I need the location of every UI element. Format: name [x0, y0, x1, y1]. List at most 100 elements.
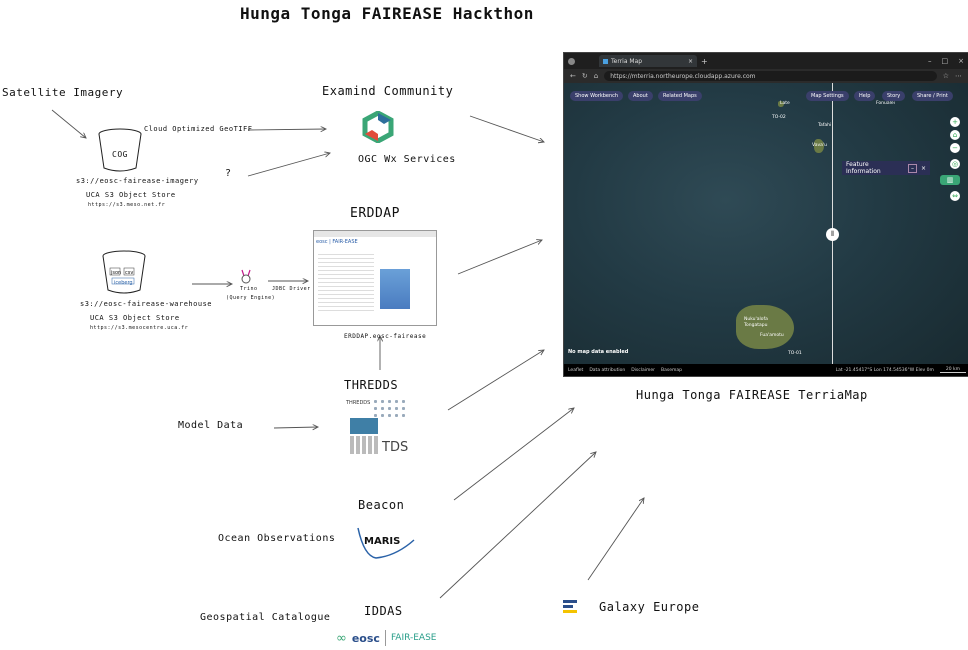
- maris-logo-icon: MARIS: [356, 526, 416, 560]
- question-mark: ?: [225, 168, 232, 179]
- zoom-out-icon[interactable]: −: [950, 143, 960, 153]
- arrow-beacon-to-terria: [453, 408, 574, 501]
- terria-map[interactable]: Late TO-02 Fonualei Tafahi Vava'u Nuku'a…: [564, 83, 968, 376]
- tongatapu-island: [736, 305, 794, 349]
- warehouse-store-url: https://s3.mesocentre.uca.fr: [90, 325, 189, 331]
- browser-tab[interactable]: Terria Map ×: [599, 55, 697, 67]
- jdbc-driver-label: JDBC Driver: [272, 286, 311, 292]
- basemap-link[interactable]: Basemap: [661, 367, 682, 373]
- story-button[interactable]: Story: [882, 91, 906, 101]
- map-settings-button[interactable]: Map Settings: [806, 91, 849, 101]
- arrow-erddap-to-terria: [457, 240, 542, 275]
- splitter-handle-icon[interactable]: ⦀: [826, 228, 839, 241]
- trino-bunny-icon: [241, 269, 251, 284]
- url-field[interactable]: https://mterria.northeurope.cloudapp.azu…: [604, 71, 937, 81]
- imagery-bucket-path: s3://eosc-fairease-imagery: [76, 177, 199, 185]
- browser-titlebar: Terria Map × + – □ ×: [564, 53, 968, 69]
- map-label-nukualofa: Nuku'alofa: [744, 317, 768, 322]
- beacon-title: Beacon: [358, 498, 405, 512]
- map-label-tongatapu: Tongatapu: [744, 323, 768, 328]
- compass-icon[interactable]: ◎: [950, 159, 960, 169]
- arrow-satellite-to-bucket: [51, 109, 86, 138]
- map-label-tafahi: Tafahi: [818, 123, 832, 128]
- erddap-title: ERDDAP: [350, 206, 400, 221]
- related-maps-button[interactable]: Related Maps: [658, 91, 702, 101]
- iddas-logo-left: eosc: [351, 631, 380, 645]
- thredds-title: THREDDS: [344, 378, 399, 392]
- disclaimer-link[interactable]: Disclaimer: [631, 367, 656, 373]
- warehouse-store-name: UCA S3 Object Store: [90, 314, 180, 322]
- arrow-cog-to-examind: [247, 129, 326, 130]
- imagery-store-url: https://s3.meso.net.fr: [88, 202, 166, 208]
- map-label-fuaamotu: Fua'amotu: [760, 333, 784, 338]
- bucket-item-json: json: [111, 270, 122, 276]
- map-label-fonualei: Fonualei: [876, 101, 895, 106]
- minimize-icon[interactable]: –: [928, 57, 932, 65]
- arrow-examind-to-terria: [469, 115, 544, 142]
- window-close-icon[interactable]: ×: [958, 57, 964, 65]
- no-map-data-text: No map data enabled: [568, 349, 629, 355]
- tab-title: Terria Map: [611, 57, 643, 65]
- feature-close-icon[interactable]: ×: [920, 164, 926, 172]
- zoom-in-icon[interactable]: +: [950, 117, 960, 127]
- vavau-island: [814, 139, 824, 153]
- back-icon[interactable]: ←: [570, 72, 576, 80]
- new-tab-icon[interactable]: +: [701, 56, 708, 66]
- late-island: [778, 101, 784, 107]
- iddas-title: IDDAS: [364, 604, 403, 618]
- arrow-galaxy-to-terria: [587, 498, 644, 581]
- iddas-logo-right: FAIR-EASE: [390, 633, 437, 643]
- map-splitter[interactable]: [832, 83, 833, 364]
- erddap-header: eosc | FAIR-EASE: [316, 239, 358, 245]
- help-button[interactable]: Help: [854, 91, 876, 101]
- cog-bucket-icon: [98, 128, 142, 172]
- arrow-thredds-to-terria: [447, 350, 544, 411]
- model-data-label: Model Data: [178, 420, 244, 431]
- favorite-icon[interactable]: ☆: [942, 72, 949, 80]
- arrow-modeldata-to-thredds: [273, 427, 318, 428]
- ocean-observations-label: Ocean Observations: [218, 533, 336, 544]
- examind-sub: OGC Wx Services: [358, 154, 456, 165]
- tab-favicon-icon: [603, 58, 608, 64]
- satellite-imagery-label: Satellite Imagery: [2, 86, 124, 99]
- arrow-question-to-examind: [247, 153, 330, 177]
- maximize-icon[interactable]: □: [941, 57, 949, 65]
- trino-sub: (Query Engine): [226, 295, 276, 301]
- examind-logo-icon: [362, 111, 394, 143]
- erddap-caption: ERDDAP.eosc-fairease: [344, 333, 427, 340]
- feature-information-panel[interactable]: Feature Information – ×: [842, 161, 930, 175]
- bucket-item-iceberg: iceberg: [114, 280, 133, 286]
- map-label-to02: TO-02: [772, 115, 786, 120]
- bucket-item-csv: csv: [125, 270, 134, 276]
- home-icon[interactable]: ⌂: [593, 72, 599, 80]
- thredds-logo-text: TDS: [382, 440, 409, 455]
- feature-information-title: Feature Information: [846, 161, 881, 175]
- share-print-button[interactable]: Share / Print: [912, 91, 953, 101]
- arrow-iddas-to-terria: [439, 452, 596, 599]
- map-status-bar: Leaflet Data attribution Disclaimer Base…: [564, 364, 968, 376]
- show-workbench-button[interactable]: Show Workbench: [570, 91, 624, 101]
- profile-icon[interactable]: [568, 57, 575, 65]
- data-attribution-link[interactable]: Data attribution: [589, 367, 626, 373]
- scale-bar: 20 km: [939, 367, 966, 373]
- examind-title: Examind Community: [322, 84, 454, 98]
- erddap-screenshot: eosc | FAIR-EASE: [313, 230, 437, 326]
- split-toggle-icon[interactable]: ▥: [940, 175, 960, 185]
- galaxy-title: Galaxy Europe: [599, 600, 700, 614]
- about-button[interactable]: About: [628, 91, 653, 101]
- leaflet-link[interactable]: Leaflet: [568, 367, 584, 373]
- measure-icon[interactable]: ⇔: [950, 191, 960, 201]
- reload-icon[interactable]: ↻: [581, 72, 588, 80]
- browser-menu-icon[interactable]: ⋯: [955, 72, 962, 80]
- map-label-to01: TO-01: [788, 351, 802, 356]
- coordinate-readout: Lat -21.45417°S Lon 174.54536°W Elev 0m: [835, 367, 934, 373]
- warehouse-bucket-path: s3://eosc-fairease-warehouse: [80, 300, 213, 308]
- maris-logo-text: MARIS: [364, 536, 401, 547]
- reset-view-icon[interactable]: ⌂: [950, 130, 960, 140]
- imagery-store-name: UCA S3 Object Store: [86, 191, 176, 199]
- thredds-logo-icon: THREDDS TDS: [346, 398, 408, 460]
- tab-close-icon[interactable]: ×: [687, 57, 693, 65]
- feature-collapse-icon[interactable]: –: [907, 163, 917, 173]
- terria-browser-window: Terria Map × + – □ × ← ↻ ⌂ https://mterr…: [563, 52, 968, 377]
- cog-note: Cloud Optimized GeoTIFF: [144, 125, 253, 133]
